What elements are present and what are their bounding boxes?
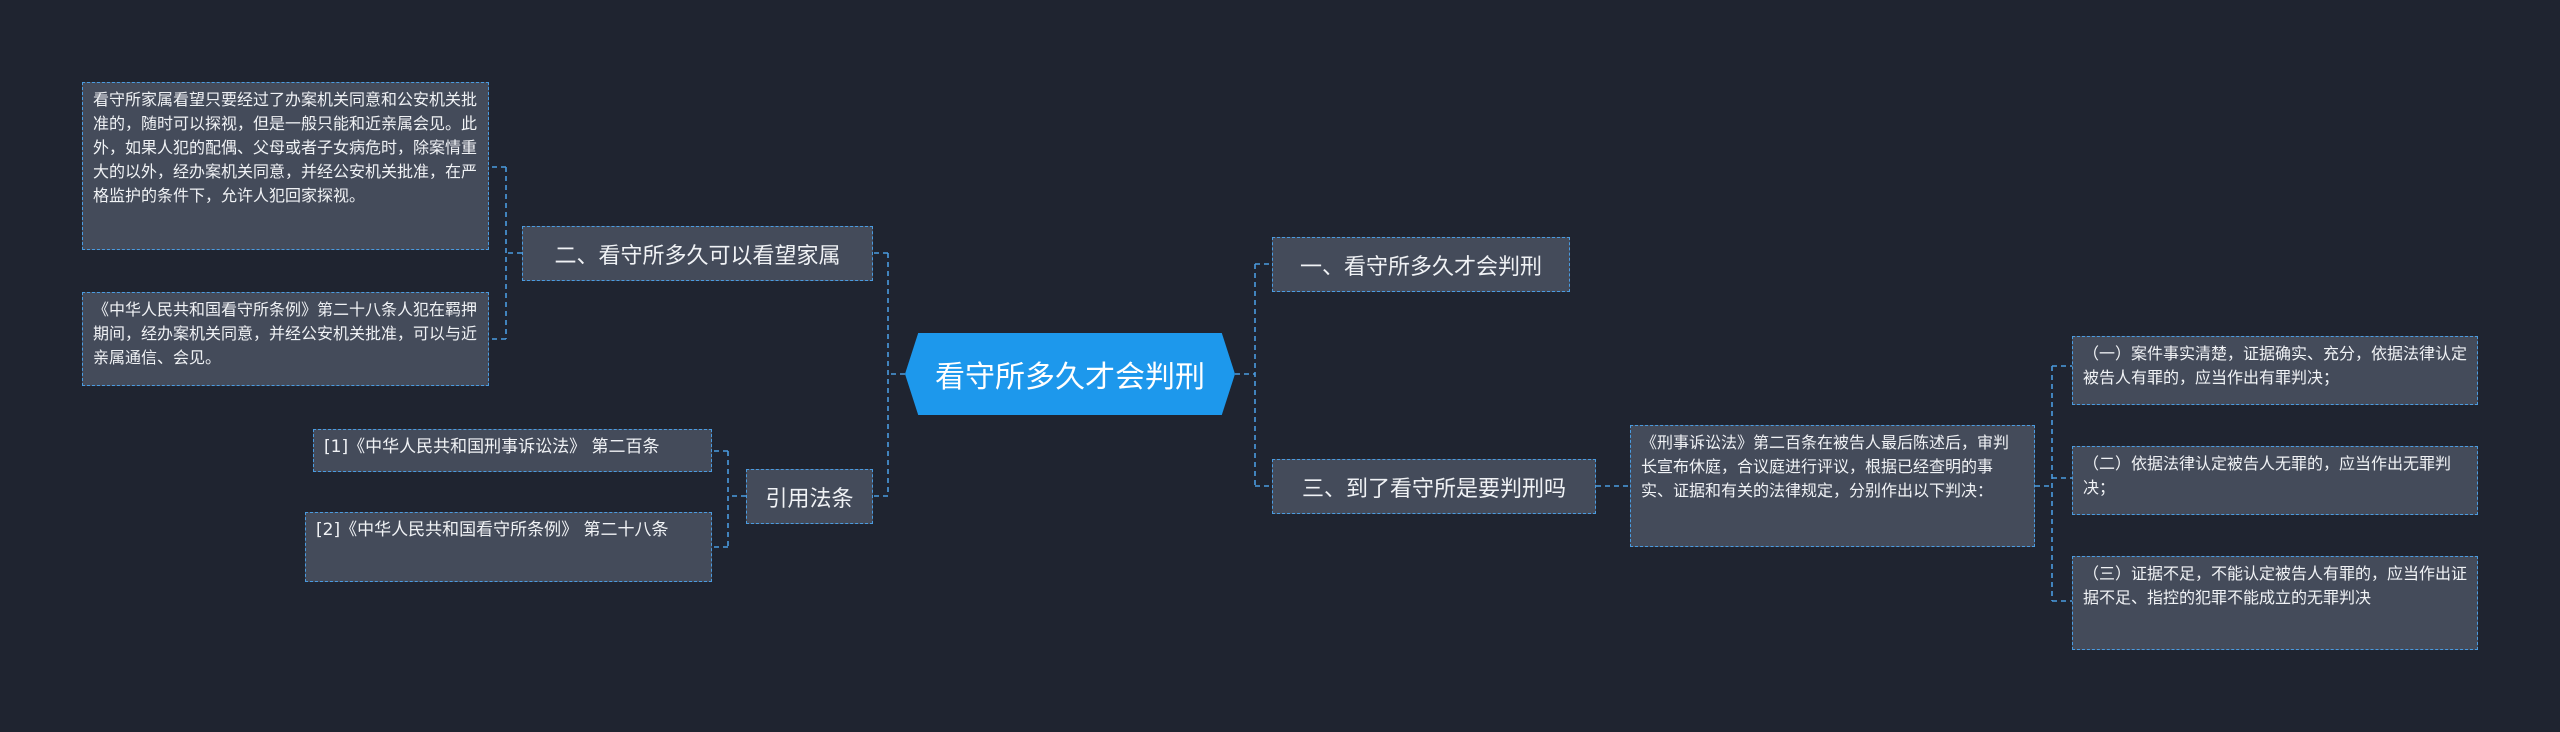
leaf-b3-judgment-2[interactable]: （二）依据法律认定被告人无罪的，应当作出无罪判决； [2072,446,2478,515]
connector-root-right [1235,263,1272,487]
connector-root-left [873,252,905,497]
root-topic[interactable]: 看守所多久才会判刑 [905,333,1235,415]
leaf-b2-detail[interactable]: 看守所家属看望只要经过了办案机关同意和公安机关批准的，随时可以探视，但是一般只能… [82,82,489,250]
leaf-b4-ref2[interactable]: [2]《中华人民共和国看守所条例》 第二十八条 [305,512,712,582]
branch-b1[interactable]: 一、看守所多久才会判刑 [1272,237,1570,292]
connector-b2 [489,166,522,340]
connector-b4 [712,450,746,548]
leaf-b3-detail[interactable]: 《刑事诉讼法》第二百条在被告人最后陈述后，审判长宣布休庭，合议庭进行评议，根据已… [1630,425,2035,547]
leaf-b4-ref1[interactable]: [1]《中华人民共和国刑事诉讼法》 第二百条 [313,429,712,472]
leaf-b3-judgment-3[interactable]: （三）证据不足，不能认定被告人有罪的，应当作出证据不足、指控的犯罪不能成立的无罪… [2072,556,2478,650]
branch-b4[interactable]: 引用法条 [746,469,873,524]
connector-b3-detail [2035,365,2072,602]
leaf-b2-rule[interactable]: 《中华人民共和国看守所条例》第二十八条人犯在羁押期间，经办案机关同意，并经公安机… [82,292,489,386]
leaf-b3-judgment-1[interactable]: （一）案件事实清楚，证据确实、充分，依据法律认定被告人有罪的，应当作出有罪判决； [2072,336,2478,405]
branch-b2[interactable]: 二、看守所多久可以看望家属 [522,226,873,281]
branch-b3[interactable]: 三、到了看守所是要判刑吗 [1272,459,1596,514]
